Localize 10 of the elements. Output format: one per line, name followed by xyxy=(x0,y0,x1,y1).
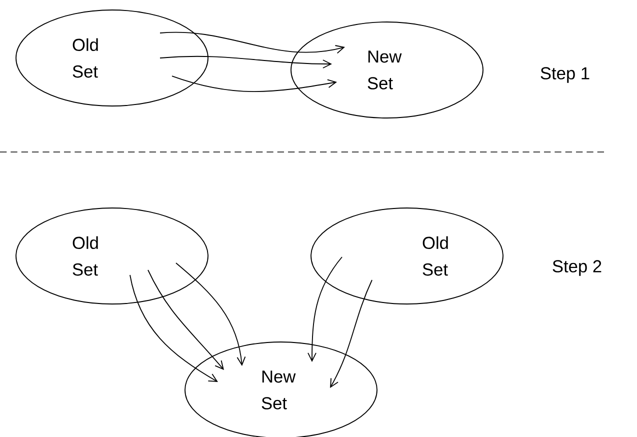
arrow xyxy=(160,32,345,54)
arrow xyxy=(308,256,342,362)
step-label: Step 2 xyxy=(552,260,602,276)
arrow xyxy=(148,270,224,370)
arrow xyxy=(172,76,337,92)
arrow xyxy=(330,280,372,388)
step-label: Step 1 xyxy=(540,67,590,83)
arrow xyxy=(130,274,218,382)
arrow xyxy=(176,262,246,366)
arrow xyxy=(160,56,332,68)
